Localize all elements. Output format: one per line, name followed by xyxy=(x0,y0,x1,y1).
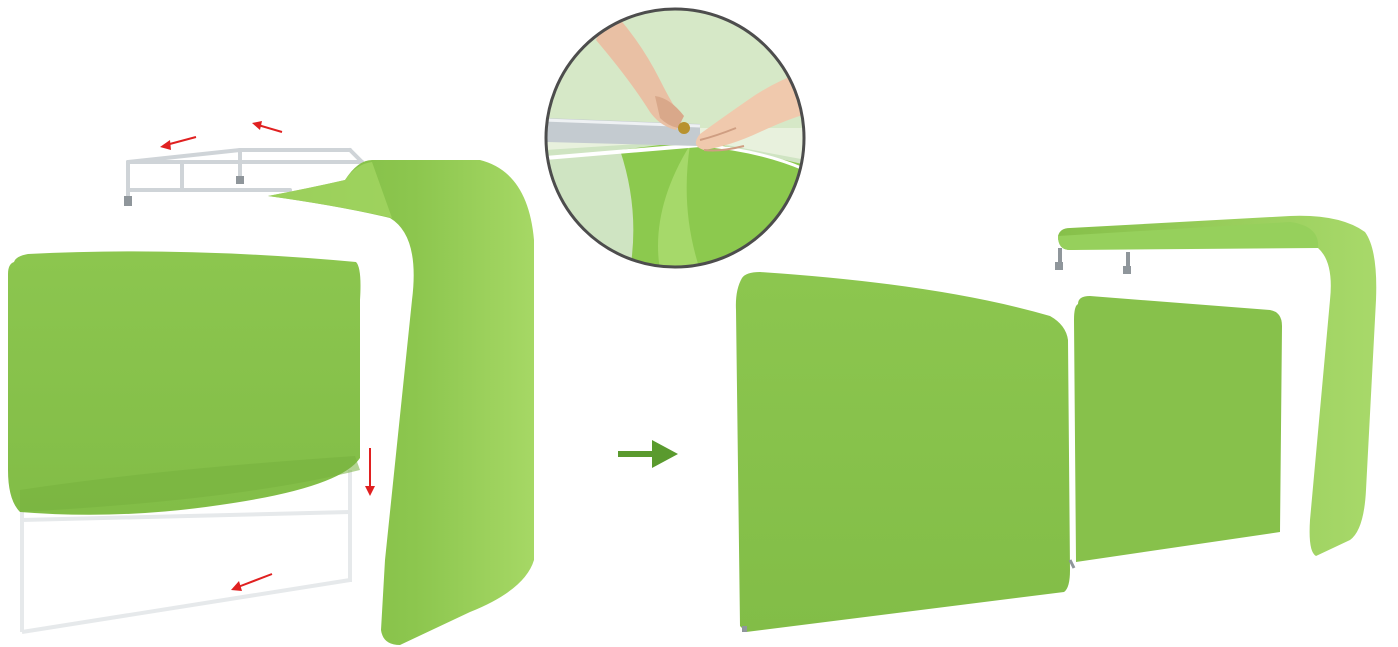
small-wall-panel xyxy=(1074,296,1282,562)
detail-inset xyxy=(544,7,806,269)
canopy-feet xyxy=(1055,248,1131,274)
left-assembly xyxy=(8,121,534,645)
wall-panel-fabric xyxy=(8,251,361,515)
top-frame xyxy=(126,148,364,206)
green-right-arrow-icon xyxy=(618,440,678,468)
bottom-frame xyxy=(20,470,352,634)
frame-foot xyxy=(124,196,132,206)
right-assembly xyxy=(735,215,1377,632)
red-arrow-icon xyxy=(160,121,375,591)
canopy-fabric xyxy=(1058,215,1377,557)
arch-fabric xyxy=(268,160,534,645)
large-wall-panel xyxy=(735,272,1070,632)
frame-foot xyxy=(236,176,244,184)
inset-border xyxy=(544,7,806,269)
